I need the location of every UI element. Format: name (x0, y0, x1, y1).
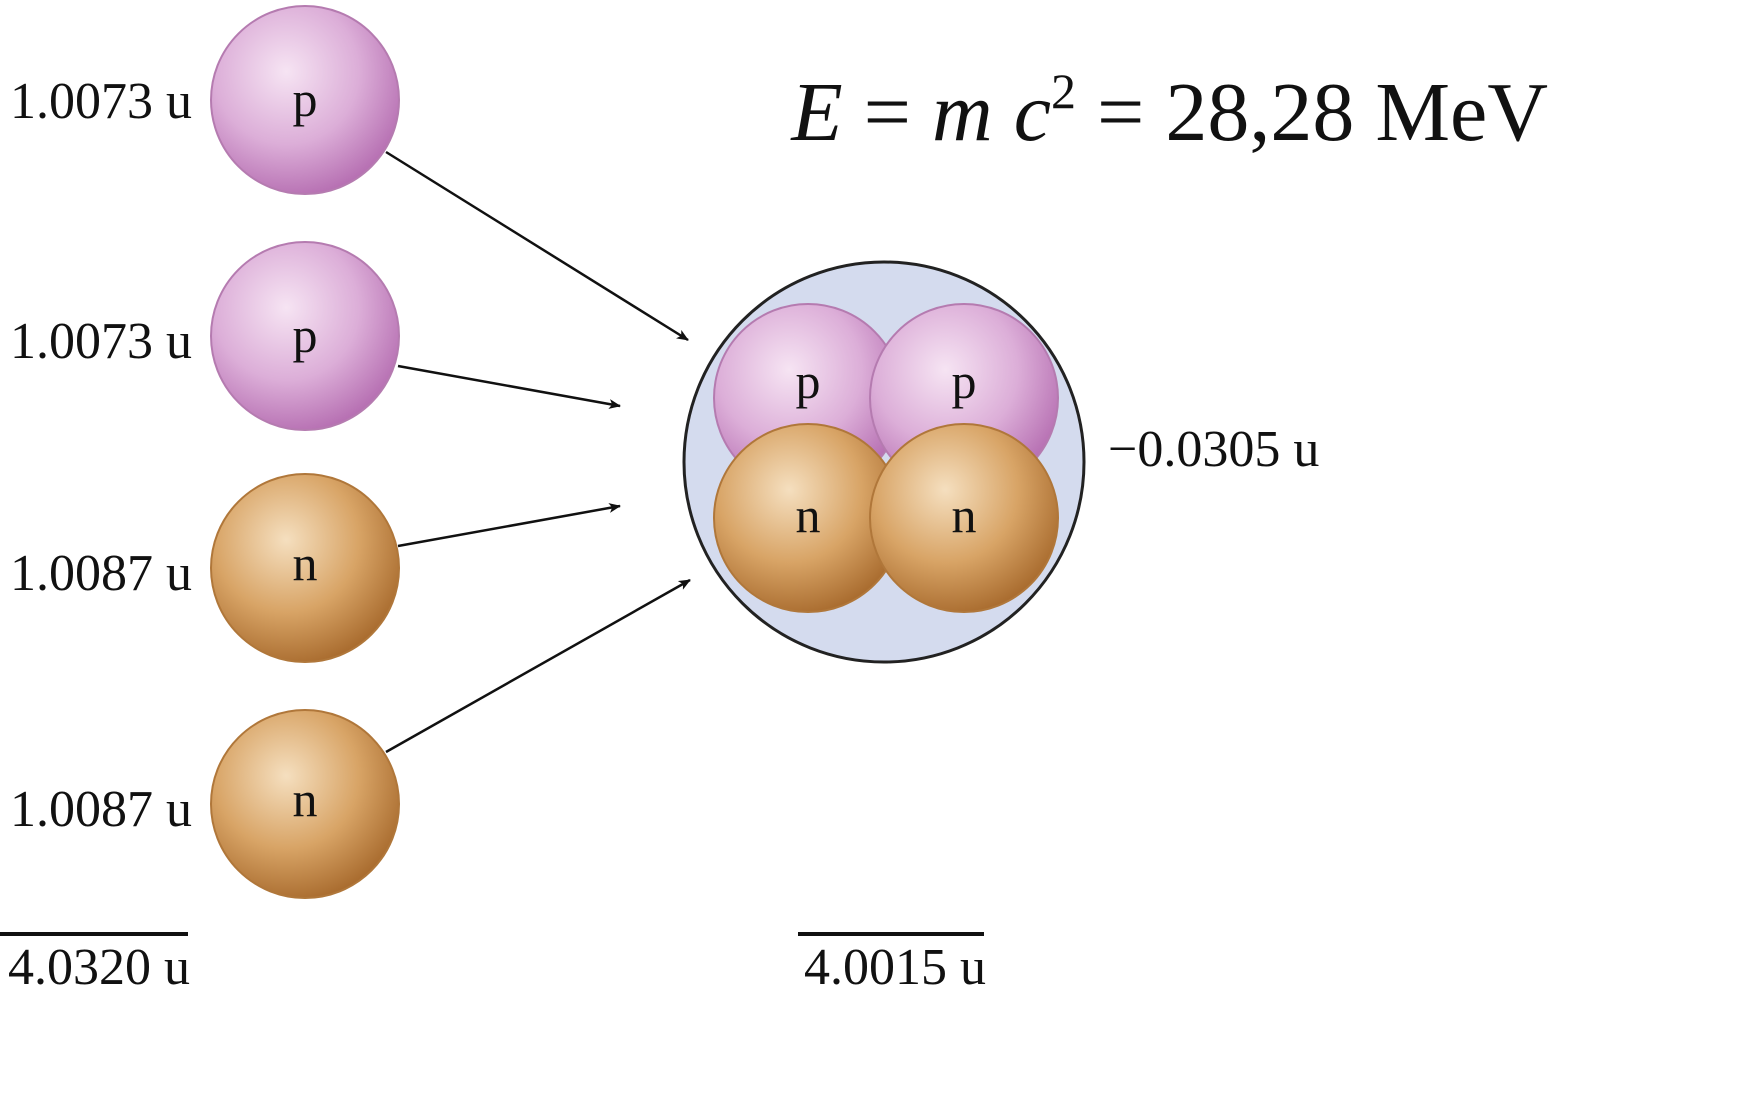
arrow-neutron-2 (385, 578, 691, 754)
proton-2: p (210, 241, 400, 431)
proton-1-mass-label: 1.0073 u (10, 73, 192, 130)
proton-1-symbol: p (293, 71, 318, 127)
neutron-2-symbol: n (293, 771, 318, 827)
neutron-1-symbol: n (293, 535, 318, 591)
nucleus-total-mass: 4.0015 u (804, 939, 986, 996)
nucleus-neutron-1-symbol: n (796, 487, 821, 543)
formula-exponent: 2 (1051, 63, 1076, 119)
proton-2-mass-label: 1.0073 u (10, 313, 192, 370)
arrow-neutron-1 (397, 503, 621, 548)
nucleus-neutron-2-symbol: n (952, 487, 977, 543)
formula-space (993, 66, 1014, 159)
formula-E: E (790, 66, 842, 159)
nucleus-neutron-1: n (713, 423, 903, 613)
formula-m: m (932, 66, 993, 159)
neutron-2-mass-label: 1.0087 u (10, 781, 192, 838)
separate-total-mass: 4.0320 u (8, 939, 190, 996)
neutron-1-mass-label: 1.0087 u (10, 545, 192, 602)
formula-result: = 28,28 MeV (1076, 66, 1548, 159)
nucleus-proton-2-symbol: p (952, 353, 977, 409)
formula-c: c (1014, 66, 1051, 159)
arrow-proton-1 (385, 150, 689, 342)
arrow-proton-2 (397, 364, 621, 409)
neutron-2: n (210, 709, 400, 899)
formula-equals-1: = (843, 66, 932, 159)
helium-nucleus: p p n n (682, 260, 1086, 664)
proton-2-symbol: p (293, 307, 318, 363)
nucleus-proton-1-symbol: p (796, 353, 821, 409)
neutron-1: n (210, 473, 400, 663)
mass-defect-label: −0.0305 u (1108, 421, 1319, 478)
nucleus-neutron-2: n (869, 423, 1059, 613)
proton-1: p (210, 5, 400, 195)
energy-formula: E = m c2 = 28,28 MeV (790, 63, 1548, 159)
